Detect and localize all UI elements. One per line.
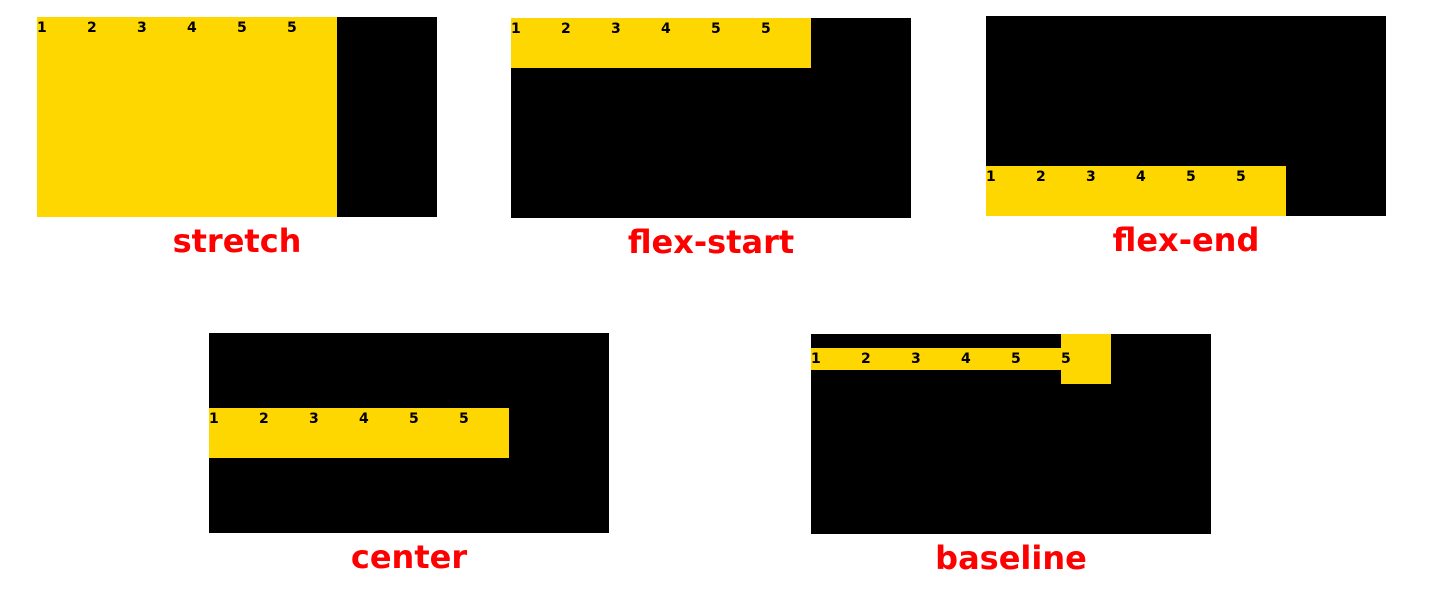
flex-item: 3	[137, 17, 187, 217]
flex-item: 3	[309, 408, 359, 458]
flex-item-label: 1	[37, 20, 47, 36]
flex-item-label: 5	[761, 21, 771, 37]
flex-container: 1 2 3 4 5 5	[511, 18, 911, 218]
flex-item-label: 1	[811, 351, 821, 367]
flex-item: 5	[1186, 166, 1236, 216]
flex-item-label: 5	[1011, 351, 1021, 367]
flex-item: 4	[961, 348, 1011, 370]
flex-item: 1	[37, 17, 87, 217]
flex-item: 4	[187, 17, 237, 217]
flex-item: 5	[1061, 334, 1111, 384]
caption: baseline	[935, 539, 1087, 577]
flex-item-label: 2	[1036, 169, 1046, 185]
demo-flex-start: 1 2 3 4 5 5 flex-start	[511, 18, 911, 264]
flex-item: 3	[1086, 166, 1136, 216]
flex-item: 2	[861, 348, 911, 370]
flex-item-label: 2	[87, 20, 97, 36]
flex-item: 5	[287, 17, 337, 217]
flex-item-label: 2	[861, 351, 871, 367]
flex-item-label: 4	[661, 21, 671, 37]
flex-item-label: 5	[1061, 351, 1071, 367]
demo-stretch: 1 2 3 4 5 5 stretch	[37, 17, 437, 263]
flex-item: 4	[359, 408, 409, 458]
flex-item-label: 4	[359, 411, 369, 427]
flex-item: 3	[911, 348, 961, 370]
flex-item-label: 4	[961, 351, 971, 367]
flex-item-label: 3	[137, 20, 147, 36]
flex-item-label: 5	[409, 411, 419, 427]
flex-item-label: 5	[237, 20, 247, 36]
flex-item: 4	[1136, 166, 1186, 216]
flex-item: 5	[237, 17, 287, 217]
flex-item-label: 2	[561, 21, 571, 37]
flex-item-label: 1	[209, 411, 219, 427]
flex-item: 3	[611, 18, 661, 68]
flex-item-label: 1	[511, 21, 521, 37]
caption: flex-end	[1112, 221, 1260, 259]
flex-item-label: 2	[259, 411, 269, 427]
demo-flex-end: 1 2 3 4 5 5 flex-end	[986, 16, 1386, 262]
flex-item: 2	[259, 408, 309, 458]
flex-item-label: 5	[1236, 169, 1246, 185]
flex-container: 1 2 3 4 5 5	[986, 16, 1386, 216]
caption: flex-start	[627, 223, 795, 261]
flex-item: 5	[1236, 166, 1286, 216]
demo-baseline: 1 2 3 4 5 5 baseline	[811, 334, 1211, 580]
flex-item: 5	[761, 18, 811, 68]
flex-item-label: 3	[309, 411, 319, 427]
flex-item-label: 5	[459, 411, 469, 427]
flex-item-label: 3	[611, 21, 621, 37]
flex-item-label: 3	[1086, 169, 1096, 185]
flex-item-label: 4	[187, 20, 197, 36]
flex-item: 1	[511, 18, 561, 68]
flex-container: 1 2 3 4 5 5	[811, 334, 1211, 534]
flex-item-label: 5	[1186, 169, 1196, 185]
flex-item-label: 5	[711, 21, 721, 37]
flex-item: 5	[1011, 348, 1061, 370]
flex-item: 1	[209, 408, 259, 458]
flex-item: 2	[561, 18, 611, 68]
flex-item: 2	[87, 17, 137, 217]
demo-center: 1 2 3 4 5 5 center	[209, 333, 609, 579]
flex-item-label: 1	[986, 169, 996, 185]
flex-item-label: 4	[1136, 169, 1146, 185]
flex-item: 1	[811, 348, 861, 370]
flex-item-label: 5	[287, 20, 297, 36]
flex-container: 1 2 3 4 5 5	[37, 17, 437, 217]
caption: center	[350, 538, 468, 576]
flex-item: 5	[711, 18, 761, 68]
flex-item-label: 3	[911, 351, 921, 367]
flex-item: 5	[409, 408, 459, 458]
flex-item: 4	[661, 18, 711, 68]
flex-item: 2	[1036, 166, 1086, 216]
caption: stretch	[172, 222, 302, 260]
flex-item: 5	[459, 408, 509, 458]
flex-item: 1	[986, 166, 1036, 216]
flex-container: 1 2 3 4 5 5	[209, 333, 609, 533]
